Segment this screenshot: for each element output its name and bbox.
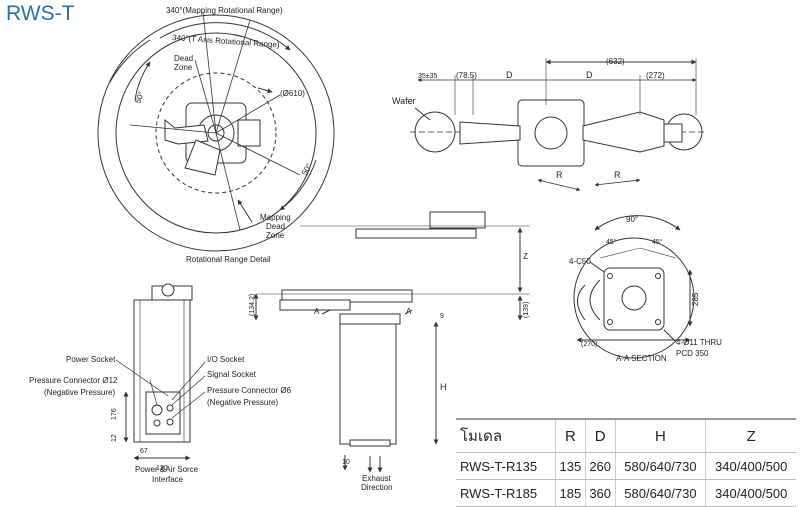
dim-10: 10	[342, 459, 350, 466]
dim-d-left: D	[506, 70, 513, 80]
angle-right-label: 50°	[300, 162, 314, 177]
dim-r-right: R	[614, 170, 621, 180]
dim-d-right: D	[586, 70, 593, 80]
mapping-dead-label-a: Mapping	[260, 213, 291, 222]
header-r: R	[555, 418, 586, 453]
rotational-range-caption: Rotational Range Detail	[186, 255, 271, 264]
signal-socket-label: Signal Socket	[207, 370, 257, 379]
rotational-range-view	[97, 11, 335, 252]
cell-d: 260	[584, 452, 616, 480]
cell-model: RWS-T-R135	[456, 452, 556, 480]
angle-45-left: 45°	[606, 238, 617, 246]
cell-r: 135	[555, 452, 586, 480]
mapping-range-label: 340°(Mapping Rotational Range)	[166, 6, 283, 15]
diameter-label: (Ø610)	[280, 89, 305, 98]
pcd-label: PCD 350	[676, 349, 709, 358]
t-axis-range-circle	[115, 32, 317, 234]
exhaust-label-a: Exhaust	[362, 474, 392, 483]
chamfer-label: 4-C50	[569, 257, 591, 266]
holes-label: 4-Ø11 THRU	[676, 338, 722, 347]
arm-link-lower	[184, 139, 221, 176]
dim-9: 9	[440, 313, 444, 320]
header-model: โมเดล	[456, 418, 556, 453]
dim-12: 12	[111, 434, 118, 442]
pressure-12-label: Pressure Connector Ø12	[29, 376, 118, 385]
wafer-label: Wafer	[392, 96, 416, 106]
cell-h: 580/640/730	[614, 479, 706, 507]
section-caption: A-A SECTION	[616, 354, 667, 363]
page-title: RWS-T	[6, 2, 75, 25]
dim-r-left: R	[556, 170, 563, 180]
mapping-arc-left	[109, 39, 151, 83]
exhaust-label-b: Direction	[361, 483, 393, 492]
dim-139: (139)	[523, 302, 530, 318]
range-arc-right	[279, 159, 317, 211]
section-outer-circle	[573, 237, 695, 359]
dim-272: (272)	[646, 71, 665, 80]
angle-45-right: 45°	[652, 238, 663, 246]
cell-d: 360	[584, 479, 616, 507]
angle-left-label: 50°	[133, 90, 146, 104]
interface-caption-a: Power &Air Sorce	[135, 465, 199, 474]
header-h: H	[614, 418, 706, 453]
dim-h: H	[440, 382, 447, 392]
dim-270: (270)	[581, 341, 597, 348]
section-plate	[603, 267, 665, 331]
reach-view	[410, 58, 705, 192]
cell-h: 580/640/730	[614, 452, 706, 480]
arm-link-left	[164, 118, 209, 145]
pressure-6-sub: (Negative Pressure)	[207, 398, 278, 407]
reach-circle	[155, 72, 277, 194]
model-spec-table: โมเดล R D H Z RWS-T-R135 135 260 580/640…	[456, 418, 796, 507]
pressure-6-label: Pressure Connector Ø6	[207, 386, 292, 395]
dim-35: 35±35	[418, 73, 438, 80]
dim-78-5: (78.5)	[456, 71, 477, 80]
io-socket-label: I/O Socket	[207, 355, 245, 364]
interface-view	[115, 283, 206, 461]
a-a-section-view	[573, 215, 695, 359]
cell-z: 340/400/500	[705, 452, 796, 480]
interface-caption-b: Interface	[152, 475, 184, 484]
dim-176: 176	[111, 408, 118, 420]
header-z: Z	[705, 418, 796, 453]
hub-core	[207, 124, 225, 142]
section-label-a-left: A	[314, 307, 320, 316]
mapping-range-circle	[97, 14, 335, 252]
dead-zone-label-b: Zone	[174, 63, 193, 72]
section-label-a-right: A	[406, 307, 412, 316]
mapping-dead-label-b: Dead	[266, 222, 285, 231]
reach-arm-left	[459, 121, 521, 145]
dim-130: 130	[156, 465, 168, 472]
connector-panel	[145, 391, 181, 435]
table-row: RWS-T-R135 135 260 580/640/730 340/400/5…	[456, 452, 796, 480]
table-row: RWS-T-R185 185 360 580/640/730 340/400/5…	[456, 479, 796, 507]
dead-zone-label-a: Dead	[174, 54, 193, 63]
t-axis-range-label: 340°(T Axis Rotational Range)	[172, 33, 280, 50]
dim-285: 285	[691, 292, 700, 306]
robot-column	[339, 323, 397, 445]
side-view	[253, 211, 530, 473]
arm-link-right	[237, 119, 261, 147]
cell-r: 185	[555, 479, 586, 507]
range-arc-top	[159, 22, 291, 51]
cell-z: 340/400/500	[705, 479, 796, 507]
pressure-12-sub: (Negative Pressure)	[44, 388, 115, 397]
power-socket-label: Power Socket	[66, 355, 116, 364]
dim-z: Z	[523, 252, 528, 261]
angle-90: 90°	[626, 215, 638, 224]
mapping-dead-label-c: Zone	[266, 231, 285, 240]
range-arc-left	[134, 61, 151, 101]
header-d: D	[584, 418, 616, 453]
dim-134-2: (134.2)	[249, 294, 256, 316]
dim-67: 67	[140, 448, 148, 455]
cell-model: RWS-T-R185	[456, 479, 556, 507]
arm-upper-z	[355, 228, 477, 239]
dim-632: (632)	[606, 57, 625, 66]
reach-arm-right	[582, 111, 665, 153]
table-header-row: โมเดล R D H Z	[456, 418, 796, 453]
